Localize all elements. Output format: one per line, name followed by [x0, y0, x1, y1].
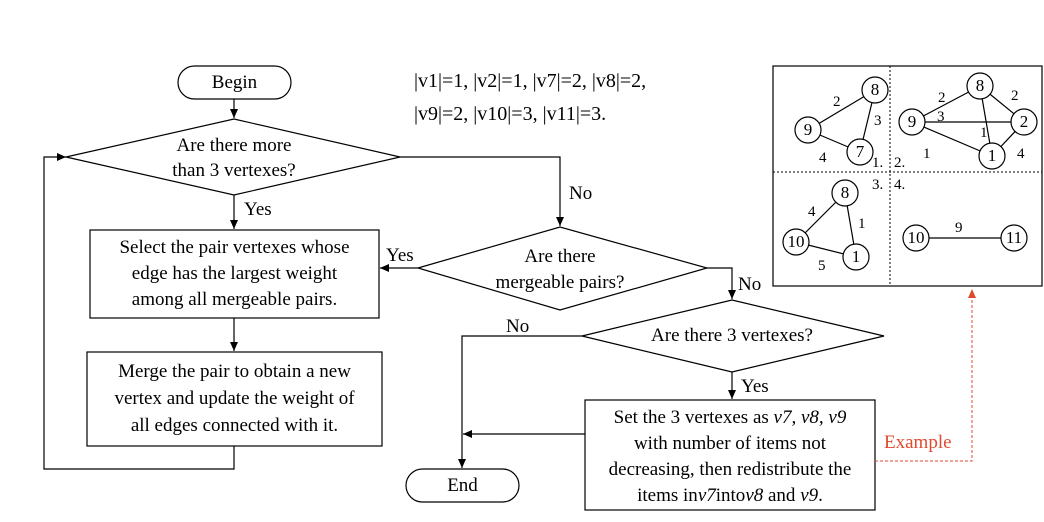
select-line-2: edge has the largest weight: [131, 263, 338, 284]
select-line-1: Select the pair vertexes whose: [119, 237, 350, 258]
panel-4-graph: [902, 224, 1028, 252]
p4-node-10: [902, 224, 930, 252]
set-line-1-vars: v7, v8, v9: [773, 407, 847, 428]
example-label: Example: [884, 432, 952, 453]
decision-three: [581, 299, 885, 373]
p2-node-1-label: 1: [987, 146, 997, 165]
set-line-4-v7: v7: [697, 485, 716, 506]
q2-line-2: mergeable pairs?: [495, 272, 625, 293]
p3-node-10: [782, 228, 810, 256]
p2-node-2: [1010, 108, 1038, 136]
p1-edge-label-3: 3: [874, 113, 882, 129]
p3-edge-label-4: 4: [808, 204, 816, 220]
p1-edge-label-2: 2: [833, 94, 841, 110]
set-three-box: [584, 399, 876, 511]
set-line-4: items inv7intov8 and v9.: [585, 484, 875, 507]
p1-node-7-label: 7: [855, 142, 865, 161]
p2-node-8: [966, 72, 994, 100]
arrow-loop-back: [43, 153, 235, 470]
p1-node-8: [861, 76, 889, 104]
q3-label: Are there 3 vertexes?: [651, 325, 813, 346]
p3-node-1-label: 1: [851, 247, 861, 266]
set-line-4-prefix: items in: [637, 485, 698, 506]
set-line-4-end: .: [818, 485, 823, 506]
p2-edge-label-b: 2: [1011, 88, 1019, 104]
set-line-4-into: into: [715, 485, 746, 506]
set-line-4-v9: v9: [800, 485, 819, 506]
p2-edge-label-e: 1: [923, 146, 931, 162]
p2-edge-9-1: [911, 121, 993, 157]
merge-line-3: all edges connected with it.: [130, 415, 339, 436]
p3-edge-label-1: 1: [858, 216, 866, 232]
panel-label-4: 4.: [894, 177, 906, 193]
p2-edge-label-a: 2: [938, 90, 946, 106]
p4-edge-label-9: 9: [955, 220, 963, 236]
set-line-1-prefix: Set the 3 vertexes as: [613, 407, 774, 428]
q1-no-label: No: [569, 183, 593, 204]
p2-edge-label-d: 1: [980, 125, 988, 141]
set-line-2: with number of items not: [633, 433, 827, 454]
p2-node-9: [898, 108, 926, 136]
panel-label-2: 2.: [894, 155, 906, 171]
decision-more-than-3: [65, 118, 401, 196]
p2-edge-label-c: 3: [937, 109, 945, 125]
arrow-q2-no: [707, 267, 736, 299]
q1-yes-label: Yes: [244, 199, 272, 220]
panel-label-3: 3.: [872, 177, 884, 193]
set-line-4-v8: v8: [745, 485, 764, 506]
end-terminal: [405, 468, 520, 503]
select-pair-box: [89, 229, 380, 319]
p1-node-9: [794, 116, 822, 144]
q2-line-1: Are there: [524, 246, 596, 267]
decision-mergeable: [415, 226, 710, 311]
q1-line-2: than 3 vertexes?: [172, 160, 296, 181]
q1-line-1: Are there more: [176, 135, 292, 156]
p1-edge-label-4: 4: [819, 150, 827, 166]
arrow-q3-no: [458, 335, 582, 468]
p1-node-8-label: 8: [870, 80, 880, 99]
begin-label: Begin: [211, 72, 258, 93]
p4-node-11-label: 11: [1005, 228, 1023, 247]
p4-node-10-label: 10: [907, 228, 925, 247]
p2-node-9-label: 9: [907, 112, 917, 131]
q3-yes-label: Yes: [741, 376, 769, 397]
p2-node-1: [978, 142, 1006, 170]
set-line-3: decreasing, then redistribute the: [608, 459, 852, 480]
q2-yes-label: Yes: [386, 245, 414, 266]
set-line-4-and: and: [763, 485, 801, 506]
p3-node-8: [831, 179, 859, 207]
p3-node-1: [842, 243, 870, 271]
q3-no-label: No: [506, 316, 530, 337]
p1-node-7: [846, 138, 874, 166]
p3-node-8-label: 8: [840, 183, 850, 202]
p1-node-9-label: 9: [803, 120, 813, 139]
arrow-q1-no: [400, 156, 564, 226]
p2-node-2-label: 2: [1019, 112, 1029, 131]
panel-1-graph: [794, 76, 889, 166]
example-panel-frame: [772, 65, 1043, 287]
merge-line-1: Merge the pair to obtain a new: [118, 361, 351, 382]
p3-node-10-label: 10: [787, 232, 805, 251]
panel-2-graph: [898, 72, 1038, 170]
sizes-line-2: |v9|=2, |v10|=3, |v11|=3.: [414, 103, 607, 125]
p4-node-11: [1000, 224, 1028, 252]
p3-edge-label-5: 5: [818, 258, 826, 274]
panel-label-1: 1.: [872, 155, 884, 171]
q2-no-label: No: [738, 274, 762, 295]
set-line-1: Set the 3 vertexes as v7, v8, v9: [585, 406, 875, 429]
end-label: End: [447, 475, 478, 496]
example-arrow: [875, 289, 976, 462]
select-line-3: among all mergeable pairs.: [131, 289, 338, 310]
p2-node-8-label: 8: [975, 76, 985, 95]
panel-3-graph: [782, 179, 870, 271]
p2-edge-label-f: 4: [1017, 146, 1025, 162]
sizes-line-1: |v1|=1, |v2|=1, |v7|=2, |v8|=2,: [414, 70, 647, 92]
merge-line-2: vertex and update the weight of: [114, 388, 355, 409]
